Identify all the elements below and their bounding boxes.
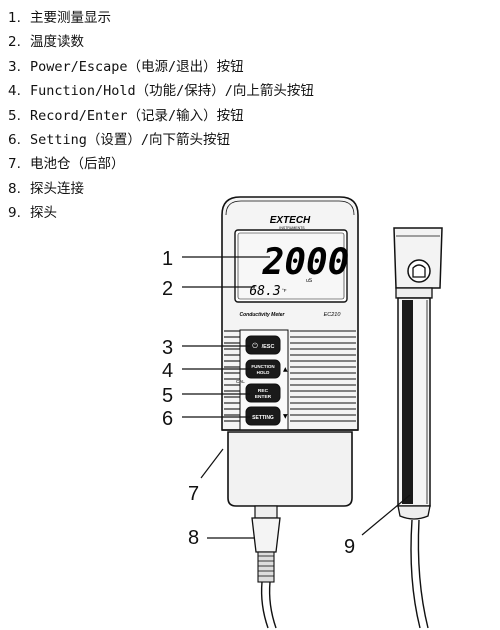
brand-subtitle: INSTRUMENTS — [279, 226, 305, 230]
power-button-label: /ESC — [262, 344, 275, 350]
callout-6: 6 — [162, 408, 174, 430]
legend-text: Record/Enter（记录/输入）按钮 — [30, 107, 244, 124]
setting-button-label: SETTING — [252, 415, 274, 421]
legend-number: 1. — [8, 10, 21, 26]
function-hold-button[interactable]: FUNCTION HOLD — [245, 359, 281, 379]
function-button-label-top: FUNCTION — [251, 364, 274, 369]
legend-number: 3. — [8, 58, 21, 75]
temperature-unit: °F — [282, 288, 287, 293]
rec-button-label-bottom: ENTER — [255, 394, 272, 400]
record-enter-button[interactable]: REC ENTER — [245, 383, 281, 403]
legend-text: 探头 — [30, 205, 57, 222]
legend-item-5: 5. Record/Enter（记录/输入）按钮 — [8, 104, 314, 128]
legend-number: 9. — [8, 205, 21, 222]
battery-housing — [227, 431, 353, 507]
legend-item-1: 1. 主要测量显示 — [8, 6, 314, 30]
legend-text: Power/Escape（电源/退出）按钮 — [30, 58, 244, 75]
legend-number: 2. — [8, 34, 21, 51]
cal-label: CAL — [236, 379, 245, 384]
legend-item-3: 3. Power/Escape（电源/退出）按钮 — [8, 55, 314, 79]
legend-item-2: 2. 温度读数 — [8, 30, 314, 54]
brand-logo: EXTECH — [270, 215, 311, 226]
legend-number: 8. — [8, 180, 21, 197]
model-number: EC210 — [324, 312, 342, 318]
callout-9: 9 — [344, 536, 356, 558]
legend-text: 探头连接 — [30, 180, 84, 197]
callout-4: 4 — [162, 360, 174, 382]
callout-3: 3 — [162, 337, 174, 359]
legend-number: 4. — [8, 83, 21, 100]
function-button-label-bottom: HOLD — [257, 370, 270, 375]
callout-2: 2 — [162, 278, 174, 300]
legend-item-7: 7. 电池仓（后部） — [8, 152, 314, 176]
probe — [393, 227, 443, 629]
down-arrow-icon: ▼ — [283, 413, 288, 420]
main-unit: uS — [306, 278, 313, 284]
up-arrow-icon: ▲ — [283, 366, 288, 373]
legend-item-9: 9. 探头 — [8, 201, 314, 225]
lcd-display — [234, 229, 348, 303]
main-reading: 2000 — [262, 242, 350, 283]
legend-number: 6. — [8, 131, 21, 148]
callout-7: 7 — [188, 483, 200, 505]
callout-leader-lines — [182, 256, 411, 539]
callout-5: 5 — [162, 385, 174, 407]
setting-button[interactable]: SETTING — [245, 406, 281, 426]
callout-8: 8 — [188, 527, 200, 549]
legend-item-4: 4. Function/Hold（功能/保持）/向上箭头按钮 — [8, 79, 314, 103]
power-escape-button[interactable]: ⏻ /ESC — [245, 335, 281, 355]
legend-text: 主要测量显示 — [30, 10, 111, 26]
grip-ribs — [224, 330, 356, 422]
legend-item-6: 6. Setting（设置）/向下箭头按钮 — [8, 128, 314, 152]
legend-text: Setting（设置）/向下箭头按钮 — [30, 131, 231, 148]
legend-text: 温度读数 — [30, 34, 84, 51]
power-icon: ⏻ — [252, 342, 258, 350]
legend-text: 电池仓（后部） — [30, 156, 125, 173]
legend-list: 1.主要测量显示 2.温度读数 3.Power/Escape（电源/退出）按钮 … — [8, 6, 314, 226]
model-name: Conductivity Meter — [239, 312, 285, 318]
callout-1: 1 — [162, 248, 174, 270]
legend-item-8: 8. 探头连接 — [8, 177, 314, 201]
legend-number: 5. — [8, 107, 21, 124]
rec-button-label-top: REC — [258, 388, 269, 394]
probe-connector — [251, 505, 281, 629]
legend-text: Function/Hold（功能/保持）/向上箭头按钮 — [30, 83, 314, 100]
legend-number: 7. — [8, 156, 21, 173]
temperature-reading: 68.3 — [249, 284, 280, 299]
